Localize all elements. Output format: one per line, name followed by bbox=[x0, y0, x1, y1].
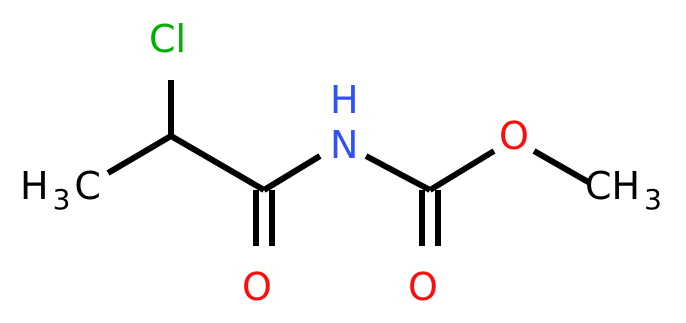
left-methyl-subscript: 3 bbox=[53, 183, 71, 216]
bond-c2-c3 bbox=[106, 133, 173, 176]
bond-c2-c1 bbox=[169, 133, 266, 193]
right-methyl-subscript: 3 bbox=[644, 183, 662, 216]
chlorine-label: Cl bbox=[149, 17, 186, 61]
nitrogen-h-label: H bbox=[330, 78, 359, 122]
bond-n-c4 bbox=[364, 153, 432, 193]
bond-c1-n bbox=[262, 153, 322, 193]
bond-c4-o-ester bbox=[428, 148, 496, 193]
amide-oxygen-label: O bbox=[242, 265, 272, 309]
carbonyl-oxygen-label: O bbox=[408, 265, 438, 309]
left-methyl-c: C bbox=[74, 164, 101, 208]
left-methyl-h: H bbox=[20, 164, 49, 208]
bond-o-ch3 bbox=[532, 148, 592, 186]
right-methyl-label: CH 3 bbox=[585, 164, 662, 216]
left-methyl-label: H 3 C bbox=[20, 164, 101, 216]
ester-oxygen-label: O bbox=[499, 114, 529, 158]
right-methyl-ch: CH bbox=[585, 164, 640, 208]
nitrogen-label: N bbox=[330, 123, 358, 167]
